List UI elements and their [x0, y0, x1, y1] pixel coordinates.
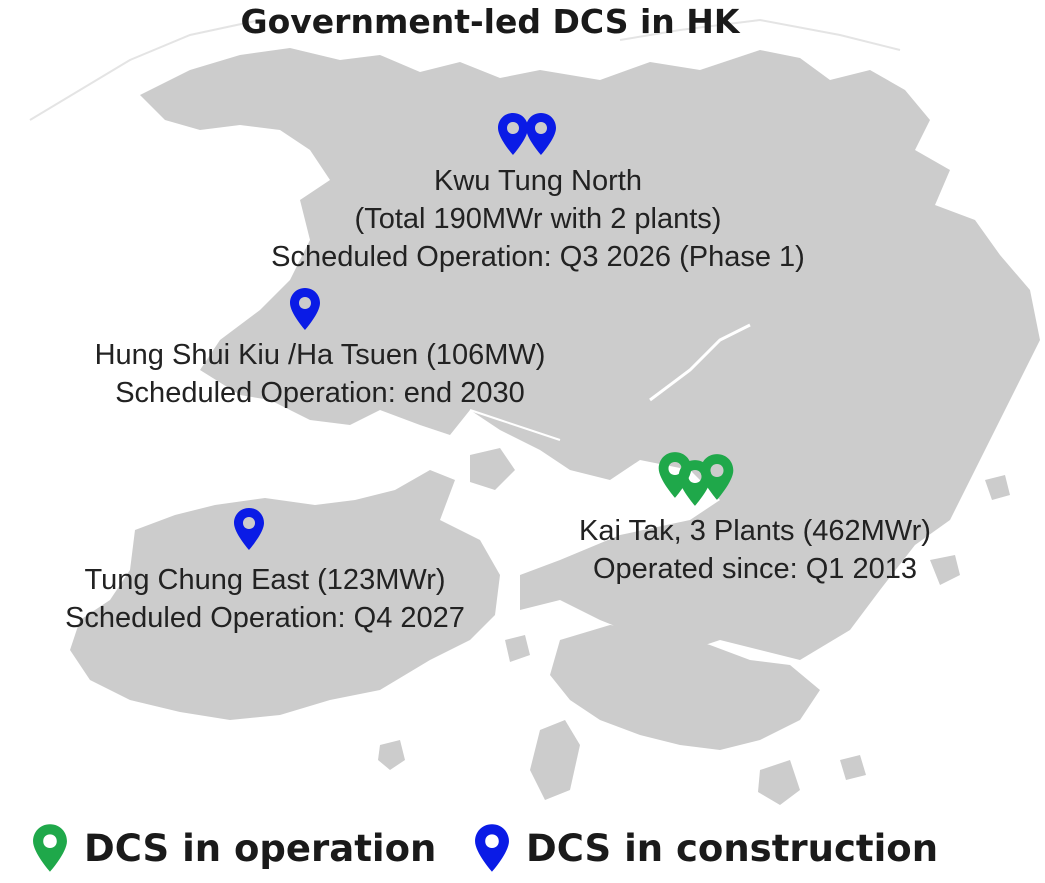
lantau-island — [70, 470, 500, 720]
site-schedule: Operated since: Q1 2013 — [592, 553, 918, 585]
map-pin-icon[interactable] — [288, 286, 322, 332]
cheung-chau-island — [378, 740, 405, 770]
small-island — [840, 755, 866, 780]
map-pin-icon[interactable] — [496, 111, 530, 157]
lamma-island — [530, 720, 580, 800]
road-line — [469, 409, 561, 441]
legend-label: DCS in operation — [84, 826, 437, 870]
map-pin-icon — [33, 824, 67, 872]
site-capacity: (Total 190MWr with 2 plants) — [354, 203, 722, 235]
site-name: Kai Tak, 3 Plants (462MWr) — [579, 515, 931, 547]
legend-label: DCS in construction — [526, 826, 939, 870]
map-title: Government-led DCS in HK — [240, 2, 740, 41]
po-toi-island — [758, 760, 800, 805]
legend-item-in-operation: DCS in operation — [30, 822, 436, 874]
map-pin-icon — [475, 824, 509, 872]
map-pin-icon[interactable] — [698, 452, 736, 502]
site-label-kwu-tung-north: Kwu Tung North (Total 190MWr with 2 plan… — [188, 162, 888, 276]
shenzhen-outline — [29, 18, 901, 121]
map-pin-icon[interactable] — [232, 506, 266, 552]
small-island — [985, 475, 1010, 500]
mainland-landmass — [140, 48, 1040, 660]
site-name: Kwu Tung North — [434, 165, 642, 197]
site-name: Hung Shui Kiu /Ha Tsuen (106MW) — [94, 339, 546, 371]
tsing-yi-island — [470, 448, 515, 490]
site-schedule: Scheduled Operation: Q4 2027 — [65, 602, 465, 634]
site-schedule: Scheduled Operation: Q3 2026 (Phase 1) — [271, 241, 805, 273]
legend-item-in-construction: DCS in construction — [472, 822, 938, 874]
small-island — [930, 555, 960, 585]
map-pin-icon[interactable] — [524, 111, 558, 157]
site-label-tung-chung-east: Tung Chung East (123MWr) Scheduled Opera… — [0, 561, 530, 637]
site-label-kai-tak: Kai Tak, 3 Plants (462MWr) Operated sinc… — [505, 512, 1005, 588]
site-label-hung-shui-kiu: Hung Shui Kiu /Ha Tsuen (106MW) Schedule… — [20, 336, 620, 412]
hong-kong-island — [550, 625, 820, 750]
road-line — [649, 323, 751, 402]
site-schedule: Scheduled Operation: end 2030 — [115, 377, 525, 409]
peng-chau-island — [505, 635, 530, 662]
site-name: Tung Chung East (123MWr) — [84, 564, 446, 596]
